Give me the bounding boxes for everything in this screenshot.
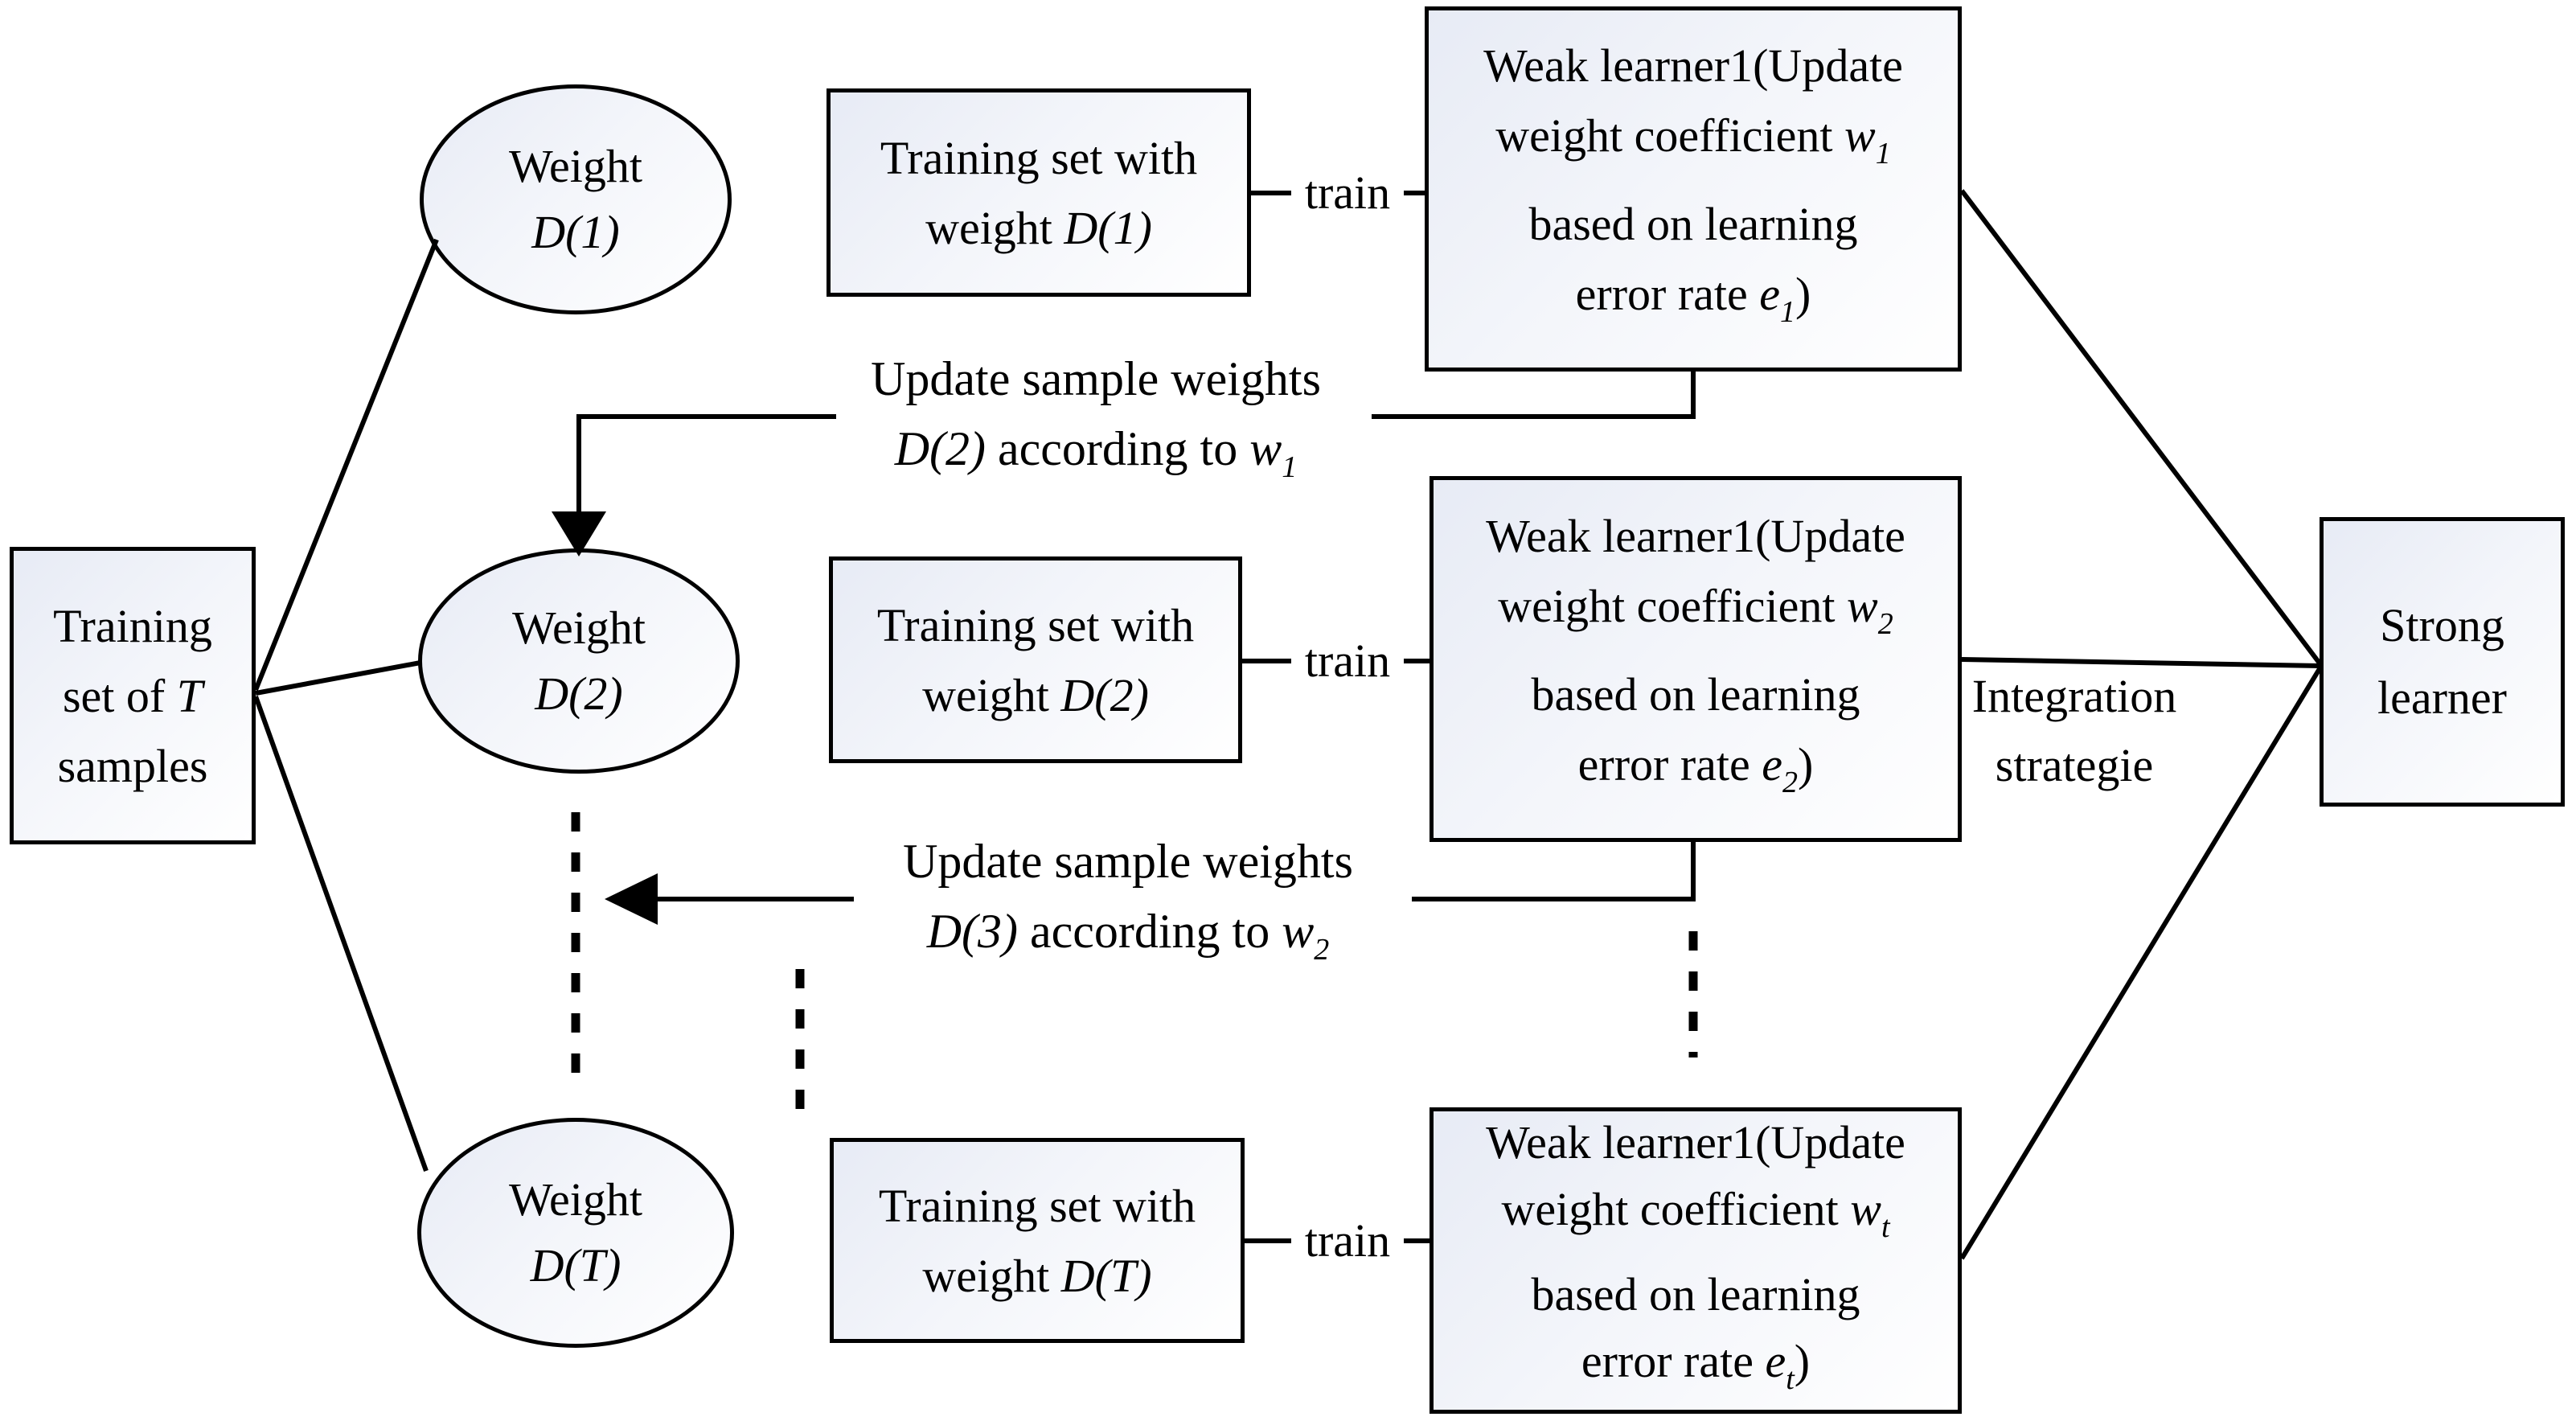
var-D2: D(2) (1060, 668, 1149, 721)
edge-weak2-to-strong (1961, 657, 2321, 668)
update-note-line1: Update sample weights (871, 352, 1321, 405)
var-w: w (1249, 422, 1282, 475)
edge-source-to-weight2 (255, 660, 421, 696)
update-note-line1: Update sample weights (903, 835, 1353, 888)
var-e: e (1762, 737, 1783, 791)
edge-weak1-to-strong (1959, 189, 2323, 666)
weak-learner-box-3: Weak learner1(Update weight coefficient … (1430, 1107, 1962, 1414)
var-e-sub: 1 (1780, 295, 1796, 329)
weak-learner-line2: weight coefficient w2 (1498, 579, 1893, 641)
weak-learner-line4: error rate et) (1581, 1334, 1811, 1396)
weak-learner-line3: based on learning (1528, 198, 1858, 250)
var-e: e (1765, 1334, 1786, 1387)
training-box-line1: Training set with (878, 1179, 1196, 1232)
weak-learner-line3: based on learning (1531, 1267, 1860, 1320)
edge-update2-right (1412, 840, 1696, 901)
var-w-sub: t (1881, 1209, 1890, 1244)
weight-value: D(T) (530, 1239, 621, 1292)
var-w: w (1844, 109, 1876, 162)
var-e-sub: 2 (1782, 765, 1799, 799)
update-note-line2: D(2) according to w1 (894, 422, 1298, 484)
var-DT: D(T) (1060, 1249, 1152, 1302)
weight-label: Weight (508, 1173, 643, 1226)
edge-weak3-to-strong (1959, 666, 2323, 1260)
integration-strategy-label: Integration strategie (1939, 662, 2209, 800)
var-w: w (1282, 905, 1315, 958)
weak-learner-line1: Weak learner1(Update (1483, 39, 1903, 92)
train-label-1: train (1304, 166, 1391, 219)
var-w-sub: 2 (1314, 933, 1330, 967)
training-box-3: Training set with weight D(T) (830, 1138, 1245, 1343)
edge-update1-left (576, 414, 836, 515)
arrowhead-down-to-weight2 (552, 511, 606, 556)
var-D1: D(1) (1064, 201, 1152, 254)
strong-learner-line2: learner (2377, 671, 2507, 724)
weak-learner-line1: Weak learner1(Update (1486, 509, 1905, 562)
weak-learner-line4: error rate e2) (1577, 737, 1814, 799)
weak-learner-box-2: Weak learner1(Update weight coefficient … (1430, 476, 1962, 842)
arrowhead-left-to-dots (605, 873, 658, 925)
weight-value: D(2) (535, 667, 623, 720)
weak-learner-line4: error rate e1) (1575, 268, 1811, 329)
weight-ellipse-1: Weight D(1) (420, 84, 732, 314)
var-w-sub: 2 (1877, 606, 1893, 641)
weak-learner-line1: Weak learner1(Update (1486, 1115, 1905, 1168)
var-w-sub: 1 (1282, 450, 1298, 484)
training-box-2: Training set with weight D(2) (829, 556, 1242, 763)
var-w: w (1850, 1182, 1881, 1235)
train-label-2: train (1304, 634, 1391, 687)
update-weights-note-1: Update sample weights D(2) according to … (818, 344, 1373, 503)
training-box-line1: Training set with (880, 131, 1198, 184)
training-box-line2: weight D(T) (922, 1249, 1152, 1302)
weak-learner-line2: weight coefficient w1 (1495, 109, 1891, 170)
weight-label: Weight (511, 602, 646, 654)
weight-ellipse-2: Weight D(2) (418, 548, 740, 774)
weight-value: D(1) (531, 206, 620, 258)
weight-label: Weight (508, 140, 643, 192)
training-box-line2: weight D(2) (922, 668, 1149, 721)
var-T: T (176, 669, 203, 722)
source-box-line3: samples (57, 739, 208, 792)
var-D3: D(3) (926, 905, 1019, 958)
weak-learner-line2: weight coefficient wt (1501, 1182, 1890, 1244)
weak-learner-box-1: Weak learner1(Update weight coefficient … (1425, 6, 1962, 372)
var-e: e (1759, 268, 1781, 320)
training-set-source-box: Training set of T samples (10, 547, 256, 844)
training-box-1: Training set with weight D(1) (827, 88, 1251, 297)
integration-line2: strategie (1995, 739, 2154, 791)
integration-line1: Integration (1971, 670, 2177, 722)
weak-learner-line3: based on learning (1531, 667, 1860, 721)
strong-learner-box: Strong learner (2320, 517, 2565, 807)
edge-source-to-weight1 (253, 238, 439, 692)
var-D2: D(2) (894, 422, 987, 475)
source-box-line1: Training (53, 599, 212, 652)
update-weights-note-2: Update sample weights D(3) according to … (851, 827, 1405, 985)
var-w: w (1847, 579, 1878, 632)
train-label-3: train (1304, 1214, 1391, 1267)
training-box-line2: weight D(1) (925, 201, 1152, 254)
edge-source-to-weight3 (253, 695, 429, 1172)
strong-learner-line1: Strong (2380, 599, 2504, 651)
var-w-sub: 1 (1875, 137, 1891, 170)
training-box-line1: Training set with (876, 598, 1195, 651)
source-box-line2: set of T (62, 669, 203, 722)
weight-ellipse-3: Weight D(T) (417, 1118, 734, 1348)
update-note-line2: D(3) according to w2 (926, 905, 1330, 967)
edge-update1-right (1372, 370, 1696, 419)
var-e-sub: t (1786, 1361, 1795, 1396)
